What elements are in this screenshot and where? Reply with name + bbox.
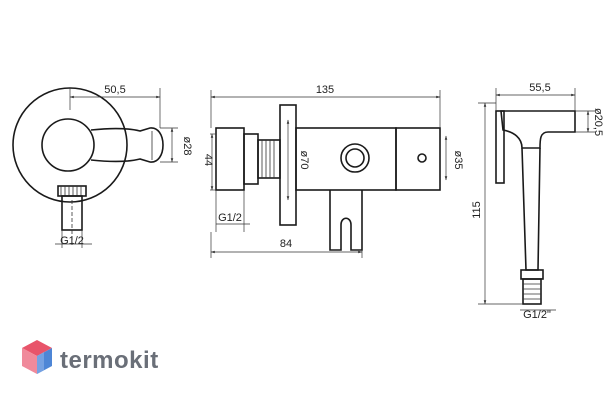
termokit-logo-icon [22, 340, 52, 374]
side-dia-label: ø28 [181, 137, 193, 156]
front-connector-nut [243, 133, 259, 185]
front-connector [215, 127, 245, 191]
side-width-label: 50,5 [104, 84, 125, 96]
front-height-label: 44 [202, 154, 214, 166]
side-thread-label: G1/2 [60, 235, 84, 247]
front-adapter [257, 139, 281, 179]
hs-nozzle-plate [495, 110, 505, 184]
front-holder [329, 190, 363, 251]
hs-height-label: 115 [471, 201, 483, 219]
termokit-watermark: termokit [22, 340, 159, 374]
hs-width-label: 55,5 [529, 82, 550, 94]
hs-head [500, 110, 576, 149]
front-dia35-label: ø35 [452, 151, 464, 170]
side-inner-circle [41, 118, 95, 172]
front-dia70-label: ø70 [298, 151, 310, 170]
front-view: 135 44 ø70 ø35 G1/2 84 [202, 84, 464, 258]
front-length-label: 135 [316, 84, 334, 96]
front-length84-label: 84 [280, 238, 292, 250]
side-outlet-nut [57, 185, 87, 197]
front-outlet-inner [345, 148, 365, 168]
hs-thread-label: G1/2" [523, 309, 551, 321]
hs-nut [520, 269, 544, 280]
front-handle [395, 127, 441, 191]
side-view: 50,5 ø28 G1/2 [12, 84, 193, 248]
hand-shower-view: 55,5 ø20,5 115 G1/2" [471, 82, 604, 321]
hs-dia-label: ø20,5 [592, 108, 604, 136]
front-outlet-ring [340, 143, 370, 173]
hs-handle [521, 147, 541, 271]
side-holder-arm [90, 127, 164, 163]
watermark-text: termokit [60, 347, 159, 374]
front-thread-label: G1/2 [218, 212, 242, 224]
hs-thread [522, 278, 542, 305]
front-handle-dot [417, 153, 427, 163]
